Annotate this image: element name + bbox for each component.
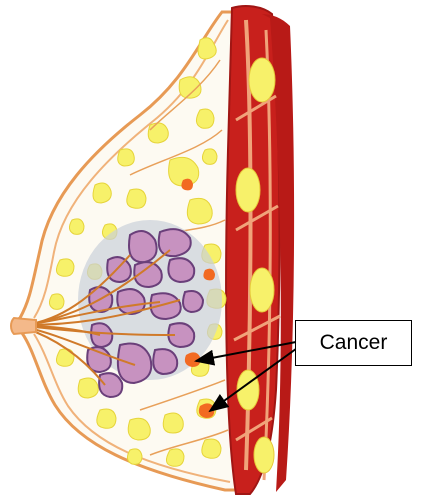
lobule: [99, 373, 122, 397]
lobule: [107, 257, 131, 282]
muscle-fat-nodule: [254, 437, 274, 473]
chest-muscle: [226, 6, 294, 494]
lobule: [118, 344, 151, 384]
tumor: [203, 269, 215, 281]
muscle-fat-nodule: [236, 168, 260, 212]
lobule: [159, 229, 191, 256]
lobule: [183, 291, 203, 312]
nipple: [11, 318, 36, 334]
lobule: [168, 258, 194, 282]
muscle-fat-nodule: [250, 268, 274, 312]
lobule: [91, 323, 112, 347]
tumor: [181, 179, 193, 191]
lobule: [153, 349, 177, 374]
muscle-fat-nodule: [249, 58, 275, 102]
lobule: [129, 231, 157, 262]
cancer-callout-label: Cancer: [295, 320, 412, 366]
